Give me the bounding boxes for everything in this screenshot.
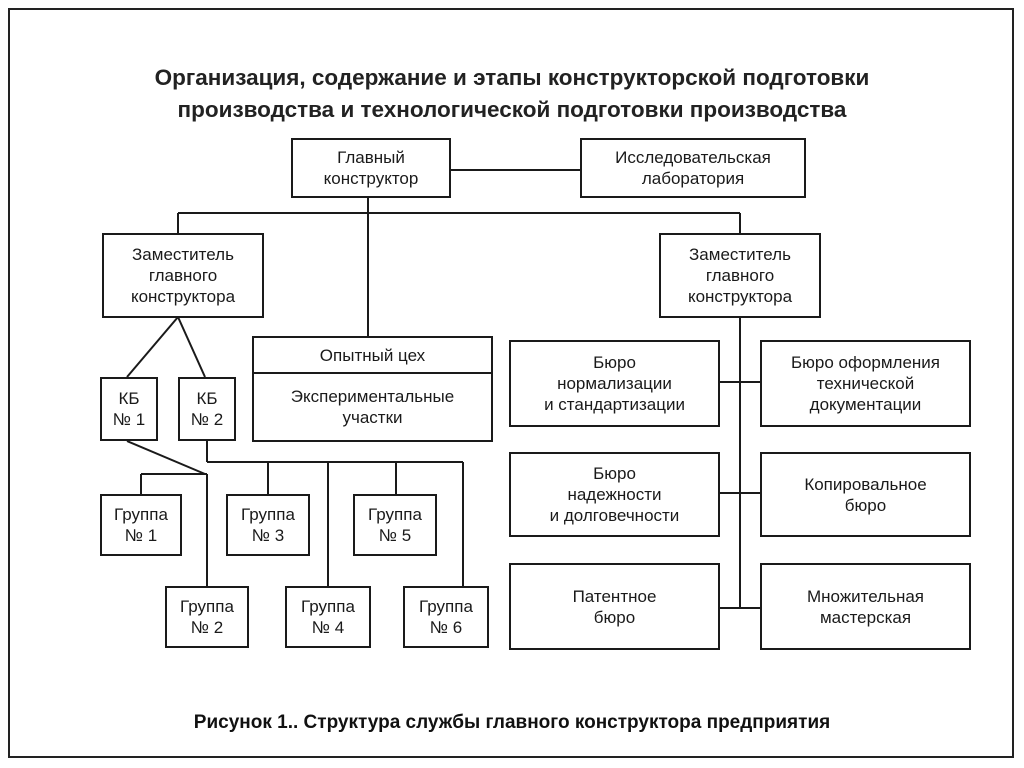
chief-designer-box: Главный конструктор [291,138,451,198]
patent-bureau-box: Патентное бюро [509,563,720,650]
bureau-documentation-box: Бюро оформления технической документации [760,340,971,427]
title-line-2: производства и технологической подготовк… [177,97,847,122]
bureau-standardization-box: Бюро нормализации и стандартизации [509,340,720,427]
experimental-sites-label: Экспериментальные участки [290,387,455,427]
experimental-workshop-box: Опытный цех Экспериментальные участки [252,336,493,442]
line-deputy-kb2 [177,316,206,378]
group3-box: Группа № 3 [226,494,310,556]
group6-box: Группа № 6 [403,586,489,648]
kb2-box: КБ № 2 [178,377,236,441]
slide-title: Организация, содержание и этапы конструк… [0,62,1024,126]
line-deputy-kb1 [126,316,179,378]
kb1-box: КБ № 1 [100,377,158,441]
deputy-left-box: Заместитель главного конструктора [102,233,264,318]
figure-caption: Рисунок 1.. Структура службы главного ко… [193,712,831,733]
deputy-right-box: Заместитель главного конструктора [659,233,821,318]
bureau-reliability-box: Бюро надежности и долговечности [509,452,720,537]
copy-bureau-box: Копировальное бюро [760,452,971,537]
research-lab-box: Исследовательская лаборатория [580,138,806,198]
line-kb1-diag [126,440,206,475]
copy-shop-box: Множительная мастерская [760,563,971,650]
title-line-1: Организация, содержание и этапы конструк… [154,65,870,90]
group2-box: Группа № 2 [165,586,249,648]
group1-box: Группа № 1 [100,494,182,556]
group4-box: Группа № 4 [285,586,371,648]
workshop-label: Опытный цех [254,338,491,374]
group5-box: Группа № 5 [353,494,437,556]
